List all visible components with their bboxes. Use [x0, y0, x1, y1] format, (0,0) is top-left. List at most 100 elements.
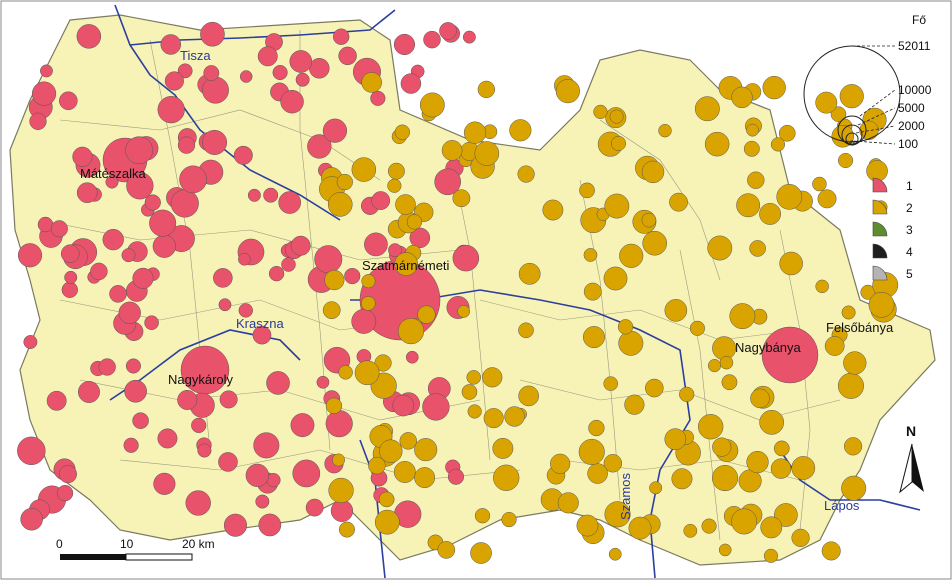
settlement-pie	[295, 72, 310, 87]
settlement-pie	[518, 385, 539, 407]
settlement-pie	[642, 230, 667, 256]
settlement-pie	[272, 64, 288, 81]
legend-label-1: 1	[906, 179, 913, 193]
settlement-pie	[658, 123, 672, 138]
settlement-pie	[817, 189, 837, 209]
settlement-pie	[328, 477, 354, 504]
settlement-pie	[406, 214, 423, 230]
settlement-pie	[641, 160, 665, 184]
settlement-pie	[815, 279, 829, 294]
settlement-pie	[736, 193, 761, 218]
settlement-pie	[628, 516, 652, 540]
settlement-pie	[509, 119, 532, 142]
settlement-pie	[197, 443, 212, 458]
settlement-pie	[40, 64, 53, 78]
settlement-pie	[213, 268, 233, 288]
settlement-pie	[76, 24, 102, 49]
north-arrow-icon: N	[899, 423, 924, 494]
settlement-pie	[746, 123, 759, 137]
settlement-pie	[707, 235, 733, 261]
settlement-pie	[268, 265, 285, 282]
settlement-pie	[203, 65, 220, 81]
settlement-pie	[394, 252, 418, 276]
legend-swatch-4	[872, 243, 888, 259]
river-label-lapos: Lápos	[824, 498, 860, 513]
settlement-pie	[578, 438, 605, 465]
settlement-pie	[64, 270, 78, 284]
settlement-pie	[338, 46, 357, 66]
settlement-pie	[177, 136, 196, 154]
settlement-pie	[743, 140, 760, 157]
settlement-pie	[582, 326, 605, 349]
settlement-pie	[474, 141, 500, 166]
settlement-pie	[152, 234, 176, 258]
settlement-pie	[868, 291, 895, 318]
legend-swatch-3	[872, 221, 888, 237]
settlement-pie	[422, 393, 450, 421]
settlement-pie	[588, 419, 605, 437]
settlement-pie	[388, 243, 402, 257]
settlement-pie	[778, 124, 796, 142]
settlement-pie	[423, 30, 441, 49]
legend-size-3: 5000	[898, 101, 925, 115]
settlement-pie	[126, 172, 154, 200]
settlement-pie	[374, 509, 400, 535]
settlement-pie	[815, 91, 838, 114]
settlement-pie	[56, 484, 74, 502]
settlement-pie	[29, 112, 47, 130]
settlement-pie	[361, 72, 382, 93]
settlement-pie	[90, 262, 108, 281]
settlement-pie	[821, 541, 841, 561]
settlement-pie	[603, 266, 628, 291]
settlement-pie	[132, 412, 149, 429]
settlement-pie	[371, 191, 391, 210]
settlement-pie	[759, 409, 785, 435]
settlement-pie	[336, 173, 353, 191]
settlement-pie	[417, 305, 436, 324]
scale-tick-10: 10	[120, 537, 134, 551]
settlement-pie	[395, 194, 416, 215]
settlement-pie	[31, 81, 57, 106]
settlement-pie	[305, 498, 324, 517]
settlement-pie	[718, 543, 732, 557]
settlement-pie	[749, 240, 766, 257]
settlement-pie	[132, 267, 154, 289]
settlement-pie	[124, 379, 147, 403]
settlement-pie	[664, 299, 688, 322]
settlement-pie	[121, 248, 136, 263]
settlement-pie	[419, 92, 445, 118]
north-label: N	[906, 423, 916, 439]
settlement-pie	[290, 235, 311, 256]
settlement-pie	[281, 257, 296, 272]
legend-label-5: 5	[906, 267, 913, 281]
legend-size-4: 2000	[898, 119, 925, 133]
town-label-nagybanya: Nagybánya	[735, 340, 802, 355]
settlement-pie	[550, 453, 571, 474]
settlement-pie	[791, 528, 810, 547]
settlement-pie	[125, 136, 153, 165]
settlement-pie	[393, 461, 416, 483]
settlement-pie	[370, 90, 386, 106]
settlement-pie	[316, 375, 330, 389]
settlement-pie	[185, 490, 211, 516]
settlement-pie	[452, 244, 480, 272]
settlement-pie	[344, 267, 361, 285]
settlement-pie	[761, 326, 819, 384]
settlement-pie	[109, 285, 127, 303]
settlement-pie	[280, 89, 304, 114]
settlement-pie	[17, 436, 46, 466]
settlement-pie	[118, 301, 141, 324]
settlement-pie	[98, 358, 116, 376]
legend-size-1: 52011	[898, 39, 931, 53]
legend-label-3: 3	[906, 223, 913, 237]
settlement-pie	[20, 507, 43, 531]
settlement-pie	[609, 109, 624, 124]
legend-sizes: Fő 52011 10000 5000 2000 100	[803, 13, 932, 151]
settlement-pie	[361, 274, 376, 289]
settlement-pie	[239, 70, 253, 83]
settlement-pie	[618, 330, 644, 356]
settlement-pie	[177, 390, 198, 410]
settlement-pie	[414, 467, 436, 489]
legend-label-4: 4	[906, 245, 913, 259]
